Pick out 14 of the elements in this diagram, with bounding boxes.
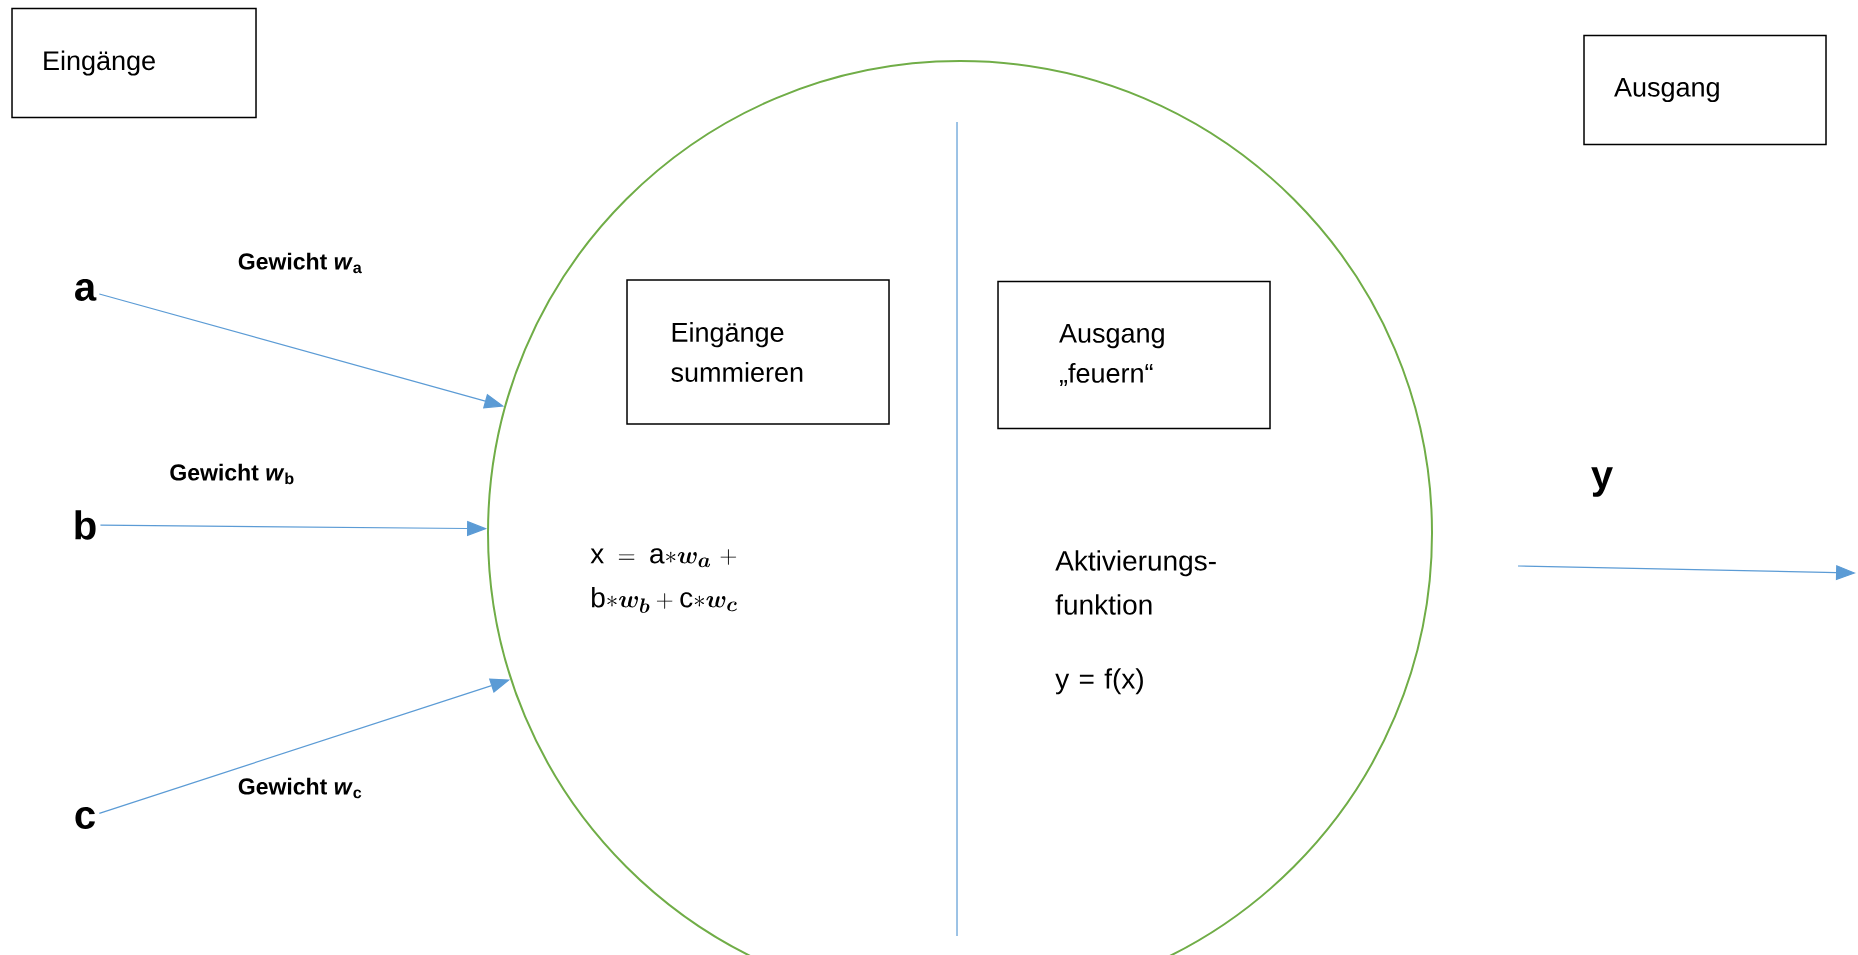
edge-label: Gewicht w$_{a}$ [235, 250, 365, 276]
input-letter: a [75, 279, 97, 301]
text-box: Ausgang [1583, 34, 1827, 146]
text-label: y = f(x) [1055, 668, 1143, 695]
text-box: Ausgang „feuern“ [997, 280, 1271, 430]
edge-label: y [1588, 465, 1616, 499]
edge-label: Gewicht w$_{b}$ [167, 461, 297, 487]
input-letter: c [75, 807, 95, 829]
input-letter: b [75, 510, 96, 540]
formula: $\mathrm{x} = \mathrm{a}{*}\boldsymbol{w_a} + \mathrm{b}{*}\boldsymbol{w_b} + \mathrm{c}{*}\boldsymbol{w_c}$ [590, 548, 737, 613]
text-label: Aktivierungs- funktion [1055, 550, 1216, 615]
text-box: Eingänge summieren [626, 279, 890, 425]
edge-label: Gewicht w$_{c}$ [235, 775, 365, 801]
text-box: Eingänge [11, 7, 257, 119]
